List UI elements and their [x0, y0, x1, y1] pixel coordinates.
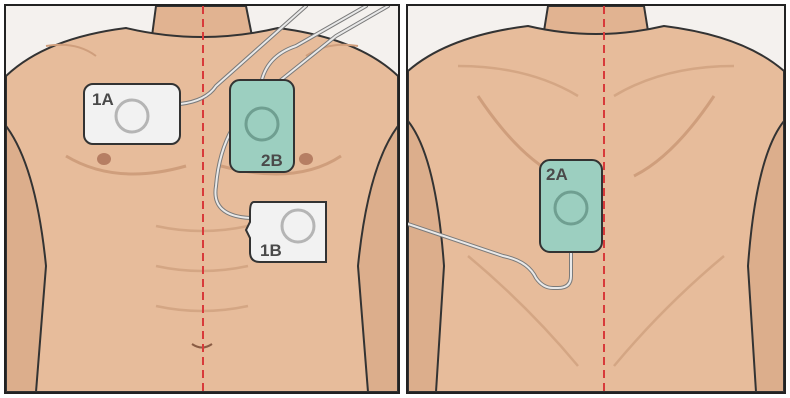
front-view-panel: 1A 2B 1B — [4, 4, 400, 394]
back-view-panel: 2A — [406, 4, 786, 394]
pad-1a-label: 1A — [92, 90, 114, 109]
pad-2b-label: 2B — [261, 151, 283, 170]
left-nipple — [97, 153, 111, 165]
pad-2a: 2A — [540, 160, 602, 252]
pad-1a: 1A — [84, 84, 180, 144]
front-torso-illustration: 1A 2B 1B — [6, 6, 398, 392]
pad-2a-label: 2A — [546, 165, 568, 184]
pad-2b: 2B — [230, 80, 294, 172]
pad-1b-label: 1B — [260, 241, 282, 260]
pad-1b: 1B — [246, 202, 326, 262]
back-torso-illustration: 2A — [408, 6, 784, 392]
right-nipple — [299, 153, 313, 165]
